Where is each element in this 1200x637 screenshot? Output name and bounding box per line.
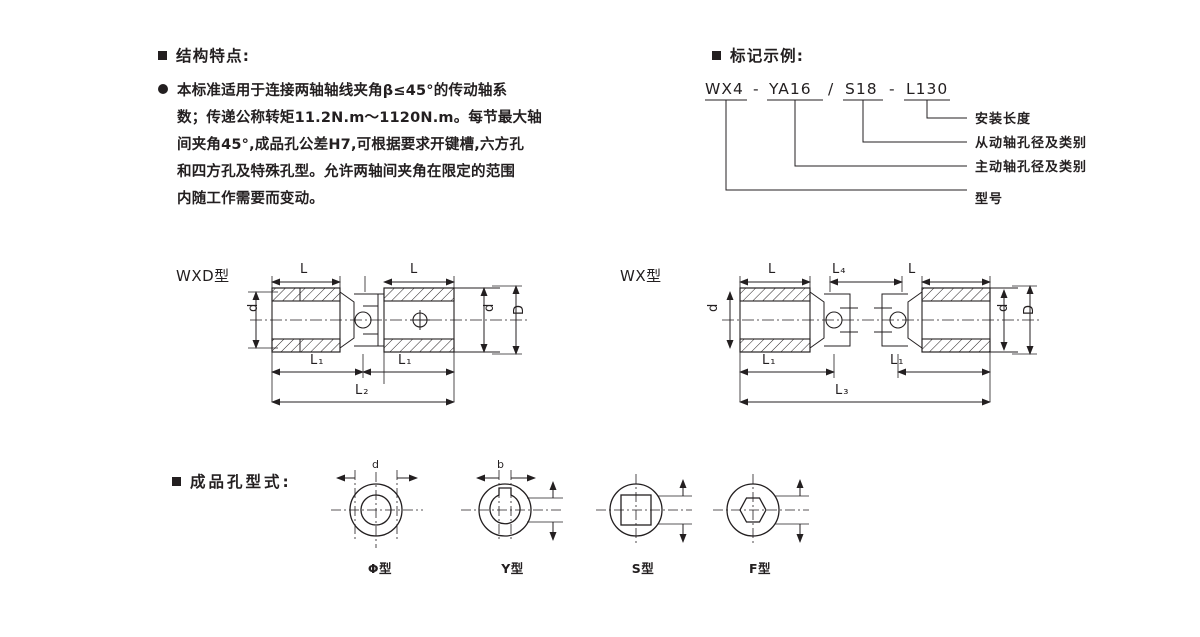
wxd-drawing xyxy=(232,262,542,417)
bore-section-heading: 成品孔型式: xyxy=(172,470,292,492)
wxd-dim-top-right: L xyxy=(410,262,419,277)
code-part-model: WX4 xyxy=(705,80,744,98)
wxd-dim-outer: D xyxy=(512,303,527,315)
bore-type-f: F型 xyxy=(705,462,815,577)
square-bullet-icon xyxy=(158,51,167,60)
bore-label-phi: Φ型 xyxy=(367,561,393,576)
wx-dim-bore-right: d xyxy=(996,302,1011,312)
wx-dim-outer: D xyxy=(1022,303,1037,315)
wx-dim-top-right: L xyxy=(908,262,917,277)
structure-heading: 结构特点: xyxy=(158,44,542,66)
code-part-driven-bore: S18 xyxy=(845,80,878,98)
legend-model: 型号 xyxy=(975,192,1004,207)
bore-type-phi: Φ型 xyxy=(325,462,435,577)
bore-label-s: S型 xyxy=(631,561,655,576)
structure-body: 本标准适用于连接两轴轴线夹角β≤45°的传动轴系 数；传递公称转矩11.2N.m… xyxy=(158,79,542,208)
wx-dim-bore-left: d xyxy=(706,302,721,312)
wxd-dim-mid-right: L₁ xyxy=(398,353,413,368)
wx-drawing xyxy=(722,262,1042,417)
marking-leader-lines xyxy=(705,98,1105,198)
legend-driven-bore: 从动轴孔径及类别 xyxy=(975,136,1088,151)
bore-label-f: F型 xyxy=(748,561,772,576)
body-line-1: 本标准适用于连接两轴轴线夹角β≤45°的传动轴系 xyxy=(158,79,542,100)
bore-type-s: S型 xyxy=(588,462,698,577)
bore-type-y: Y型 xyxy=(455,462,570,577)
code-separator-3: - xyxy=(889,80,896,98)
code-part-length: L130 xyxy=(906,80,949,98)
wx-dim-top-mid: L₄ xyxy=(832,262,847,277)
wxd-dim-top-left: L xyxy=(300,262,309,277)
wxd-type-label: WXD型 xyxy=(176,267,230,285)
wx-dim-top-left: L xyxy=(768,262,777,277)
structure-section: 结构特点: 本标准适用于连接两轴轴线夹角β≤45°的传动轴系 数；传递公称转矩1… xyxy=(158,44,542,208)
square-bullet-icon xyxy=(712,51,721,60)
legend-install-length: 安装长度 xyxy=(975,112,1032,127)
wx-dim-overall: L₃ xyxy=(835,383,850,398)
code-part-drive-bore: YA16 xyxy=(769,80,812,98)
wx-dim-mid-right: L₁ xyxy=(890,353,905,368)
marking-code: WX4 - YA16 / S18 - L130 xyxy=(705,80,1085,102)
wxd-dim-overall: L₂ xyxy=(355,383,370,398)
bore-label-y: Y型 xyxy=(501,561,524,576)
wxd-dim-mid-left: L₁ xyxy=(310,353,325,368)
code-separator-1: - xyxy=(753,80,760,98)
body-line-4: 和四方孔及特殊孔型。允许两轴间夹角在限定的范围 xyxy=(177,164,516,180)
wxd-dim-bore-left: d xyxy=(246,302,261,312)
round-bullet-icon xyxy=(158,84,168,94)
square-bullet-icon xyxy=(172,477,181,486)
bore-dim-y: b xyxy=(497,458,505,471)
wxd-dim-bore-right: d xyxy=(482,302,497,312)
marking-heading: 标记示例: xyxy=(712,44,804,66)
marking-section: 标记示例: xyxy=(712,44,804,66)
wx-type-label: WX型 xyxy=(620,267,662,285)
body-line-2: 数；传递公称转矩11.2N.m～1120N.m。每节最大轴 xyxy=(177,110,542,126)
body-line-5: 内随工作需要而变动。 xyxy=(177,191,324,207)
legend-drive-bore: 主动轴孔径及类别 xyxy=(975,160,1088,175)
bore-dim-phi: d xyxy=(372,458,380,471)
body-line-3: 间夹角45°,成品孔公差H7,可根据要求开键槽,六方孔 xyxy=(177,137,525,153)
wx-dim-mid-left: L₁ xyxy=(762,353,777,368)
code-separator-2: / xyxy=(828,80,835,98)
